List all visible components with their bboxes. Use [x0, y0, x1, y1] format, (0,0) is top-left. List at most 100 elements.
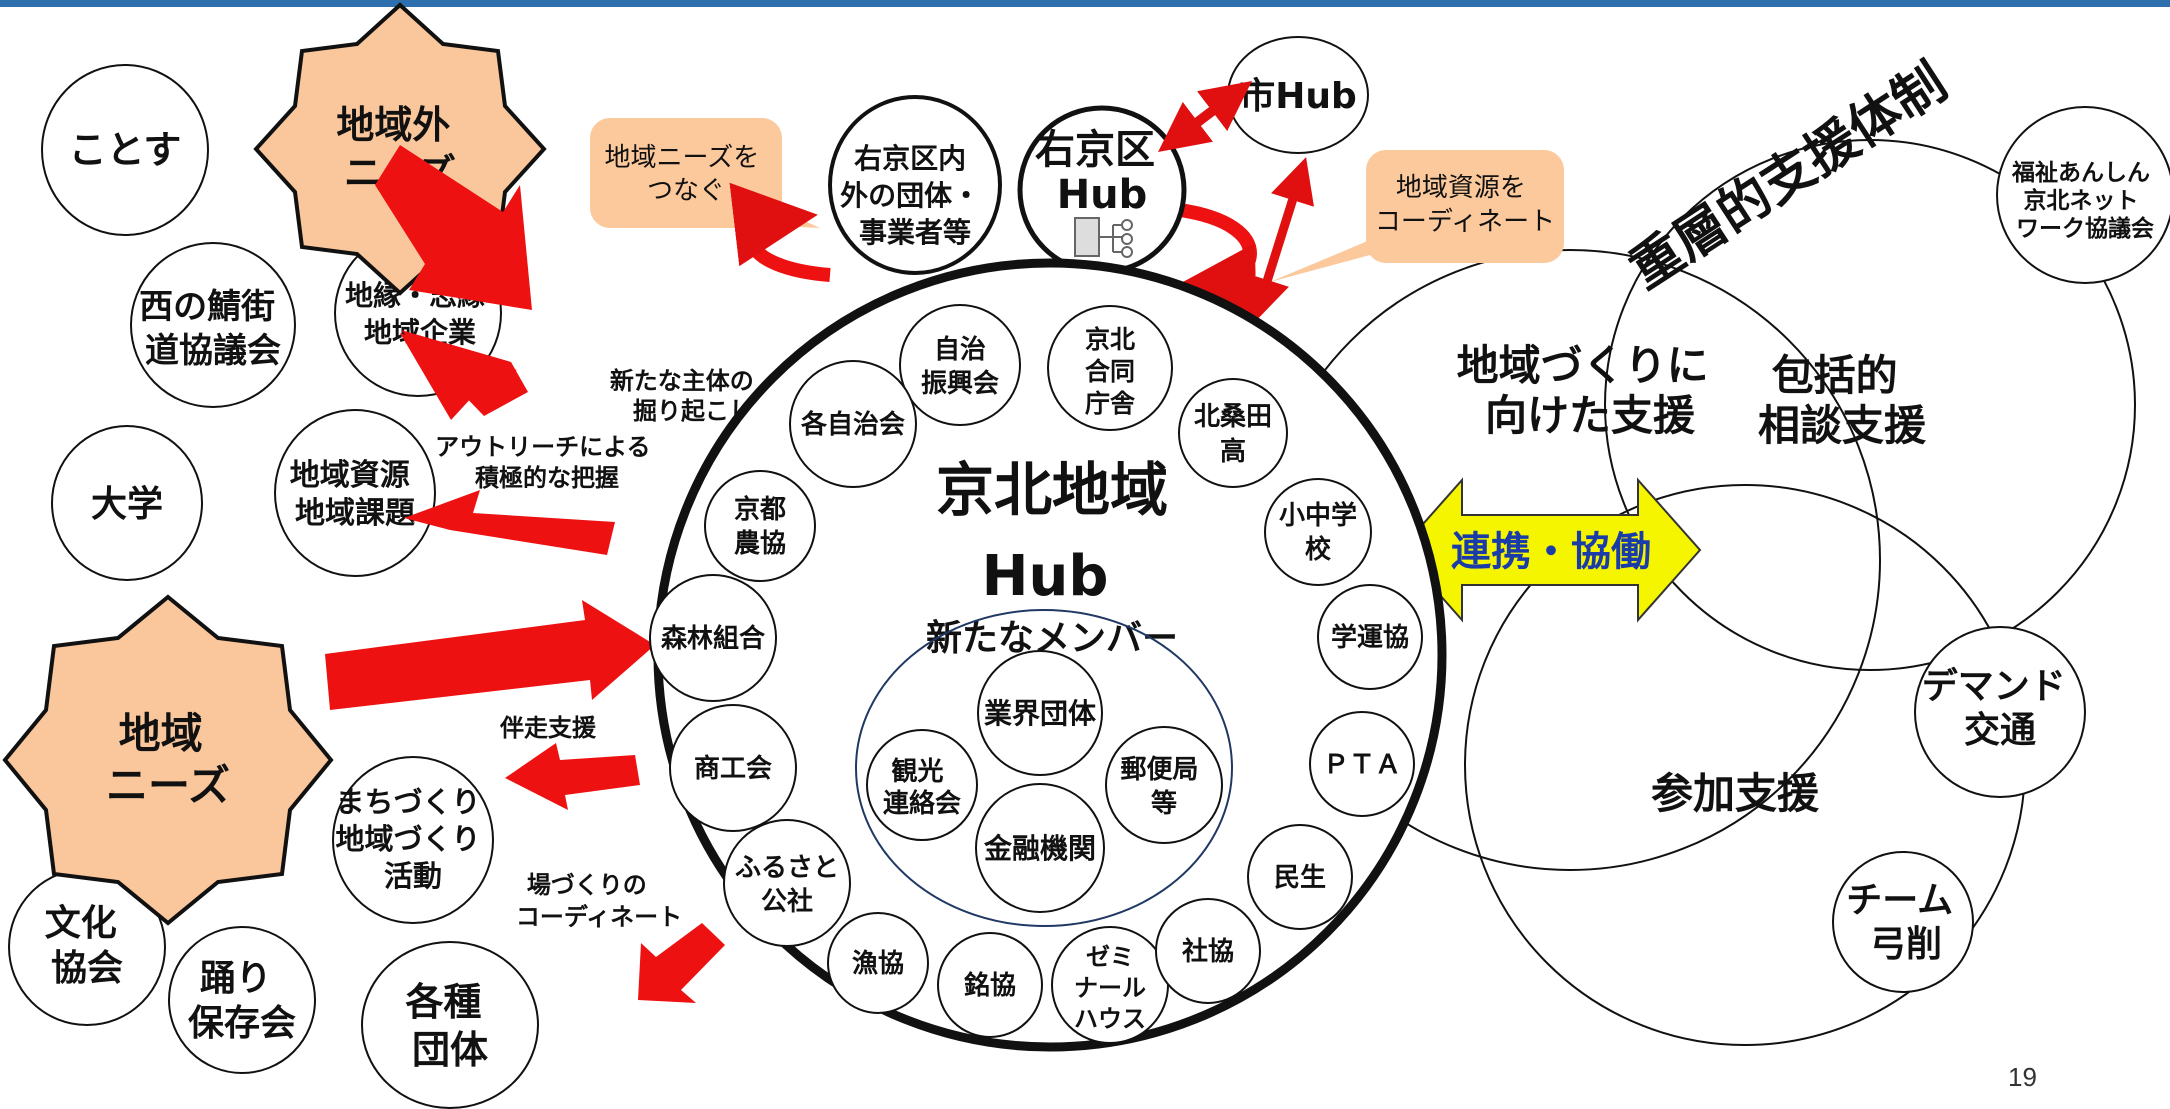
svg-text:右京区 Hub: 右京区 Hub [1035, 127, 1169, 218]
ukyo-hub-node: 右京区 Hub [1017, 105, 1187, 275]
svg-text:社協: 社協 [1182, 936, 1234, 967]
member-gyokyo: 漁協 [827, 912, 929, 1014]
building-network-icon [1074, 217, 1133, 258]
svg-text:まちづくり 地域づくり 活動: まちづくり 地域づくり 活動 [335, 785, 490, 893]
svg-text:ことす: ことす [69, 128, 182, 172]
svg-text:地域資源 地域課題: 地域資源 地域課題 [290, 458, 420, 531]
shigen-node: 地域資源 地域課題 [274, 409, 436, 577]
kotosu-node: ことす [41, 64, 209, 236]
outreach-label: アウトリーチによる 積極的な把握 [435, 433, 659, 492]
member-kitakuwada: 北桑田高 [1178, 378, 1288, 488]
odori-node: 踊り 保存会 [168, 926, 316, 1074]
member-kakujichi: 各自治会 [789, 360, 917, 488]
hub-title-line1: 京北地域 [936, 456, 1168, 524]
right-nodes: 福祉あんしん 京北ネット ワーク協議会 デマンド 交通 チーム 弓削 [1832, 106, 2170, 993]
svg-text:ＰＴＡ: ＰＴＡ [1323, 750, 1401, 780]
svg-text:郵便局 等: 郵便局 等 [1120, 755, 1207, 819]
svg-text:デマンド 交通: デマンド 交通 [1922, 665, 2079, 751]
svg-text:右京区内 外の団体・ 事業者等: 右京区内 外の団体・ 事業者等 [840, 142, 990, 249]
arrow-place-out [638, 923, 725, 1003]
svg-text:学運協: 学運協 [1331, 622, 1409, 653]
kakushu-node: 各種 団体 [361, 941, 539, 1109]
demand-node: デマンド 交通 [1914, 626, 2086, 798]
member-nokyo: 京都農協 [704, 470, 816, 582]
coordinate-callout: 地域資源を コーディネート [1270, 150, 1564, 282]
svg-text:地域資源を コーディネート: 地域資源を コーディネート [1375, 173, 1555, 237]
top-accent-bar [0, 0, 2170, 7]
accompany-label: 伴走支援 [499, 714, 597, 742]
chiiki-support-label: 地域づくりに 向けた支援 [1457, 341, 1724, 440]
new-actors-label: 新たな主体の 掘り起こし [610, 367, 762, 425]
place-label: 場づくりの コーディネート [516, 871, 682, 931]
arrow-outreach-out [404, 490, 615, 555]
member-jichi: 自治振興会 [899, 304, 1021, 426]
collab-label: 連携・協働 [1451, 529, 1651, 575]
svg-text:文化 協会: 文化 協会 [45, 903, 130, 989]
svg-text:地域ニーズを つなぐ: 地域ニーズを つなぐ [605, 143, 768, 206]
local-needs-star: 地域 ニーズ [2, 594, 334, 926]
city-keihoku-double-arrow [1245, 157, 1315, 323]
svg-text:地域 ニーズ: 地域 ニーズ [106, 709, 230, 810]
svg-text:京北合同庁舎: 京北合同庁舎 [1085, 325, 1136, 418]
svg-text:西の鯖街 道協議会: 西の鯖街 道協議会 [139, 287, 287, 371]
svg-text:自治振興会: 自治振興会 [921, 334, 999, 399]
sanka-support-label: 参加支援 [1651, 769, 1820, 818]
member-gyokai: 業界団体 [977, 650, 1103, 776]
machi-node: まちづくり 地域づくり 活動 [332, 756, 494, 924]
svg-text:ゼミナールハウス: ゼミナールハウス [1074, 943, 1146, 1033]
svg-text:森林組合: 森林組合 [661, 623, 766, 654]
bunka-node: 文化 協会 [8, 868, 166, 1026]
red-arrows [325, 145, 725, 1003]
member-meikyo: 銘協 [937, 932, 1043, 1038]
svg-text:ふるさと公社: ふるさと公社 [735, 853, 839, 917]
member-pta: ＰＴＡ [1309, 711, 1415, 817]
member-kanko: 観光 連絡会 [866, 729, 978, 841]
member-shoko: 商工会 [669, 704, 797, 832]
svg-text:業界団体: 業界団体 [984, 697, 1097, 730]
svg-text:民生: 民生 [1274, 863, 1326, 893]
member-yubin: 郵便局 等 [1105, 726, 1223, 844]
member-chosha: 京北合同庁舎 [1047, 305, 1173, 431]
member-furusato: ふるさと公社 [723, 819, 851, 947]
svg-text:各種 団体: 各種 団体 [405, 980, 494, 1072]
groups-node: 右京区内 外の団体・ 事業者等 [828, 95, 1002, 275]
member-gakuun: 学運協 [1317, 584, 1423, 690]
fukushi-node: 福祉あんしん 京北ネット ワーク協議会 [1996, 106, 2170, 284]
arrow-outside-needs-in [375, 145, 532, 310]
hokatsu-support-label: 包括的 相談支援 [1758, 351, 1927, 450]
svg-text:商工会: 商工会 [694, 753, 772, 784]
svg-text:各自治会: 各自治会 [800, 409, 905, 440]
svg-text:小中学校: 小中学校 [1279, 500, 1357, 565]
svg-text:京都農協: 京都農協 [734, 494, 786, 559]
member-shinrin: 森林組合 [649, 574, 777, 702]
svg-text:福祉あんしん 京北ネット ワ: 福祉あんしん 京北ネット ワーク協議会 [2011, 160, 2158, 242]
page-number: 19 [2008, 1062, 2037, 1092]
svg-text:漁協: 漁協 [852, 949, 904, 979]
connect-callout: 地域ニーズを つなぐ [590, 118, 820, 228]
member-kinyu: 金融機関 [975, 783, 1105, 913]
arrow-labels: 新たな主体の 掘り起こし アウトリーチによる 積極的な把握 伴走支援 場づくりの… [435, 367, 762, 931]
svg-text:大学: 大学 [91, 483, 163, 525]
curved-arrow-left [729, 182, 831, 282]
member-zemi: ゼミナールハウス [1051, 926, 1169, 1044]
svg-text:チーム 弓削: チーム 弓削 [1846, 880, 1965, 965]
member-shochu: 小中学校 [1264, 478, 1372, 586]
arrow-local-needs-in [325, 600, 655, 710]
member-minsei: 民生 [1247, 824, 1353, 930]
city-ukyo-double-arrow [1158, 80, 1252, 153]
collab-double-arrow [1398, 477, 1702, 623]
svg-text:観光 連絡会: 観光 連絡会 [883, 756, 961, 819]
nishi-node: 西の鯖街 道協議会 [130, 242, 296, 408]
keihoku-hub: 京北地域 Hub 新たなメンバー 業界団体 観光 連絡会 郵便局 等 金融機関 [649, 258, 1447, 1052]
support-title: 重層的支援体制 [1619, 52, 1957, 301]
hokatsu-support-circle [1604, 139, 2136, 671]
new-members-circle [855, 609, 1233, 927]
svg-text:銘協: 銘協 [964, 970, 1016, 1001]
hub-title-line2: Hub [982, 544, 1109, 609]
city-hub-node: 市Hub [1227, 36, 1369, 154]
curved-arrow-right [1172, 203, 1258, 328]
svg-text:市Hub: 市Hub [1239, 76, 1357, 117]
svg-text:踊り 保存会: 踊り 保存会 [188, 958, 296, 1044]
member-shakyo: 社協 [1155, 898, 1261, 1004]
